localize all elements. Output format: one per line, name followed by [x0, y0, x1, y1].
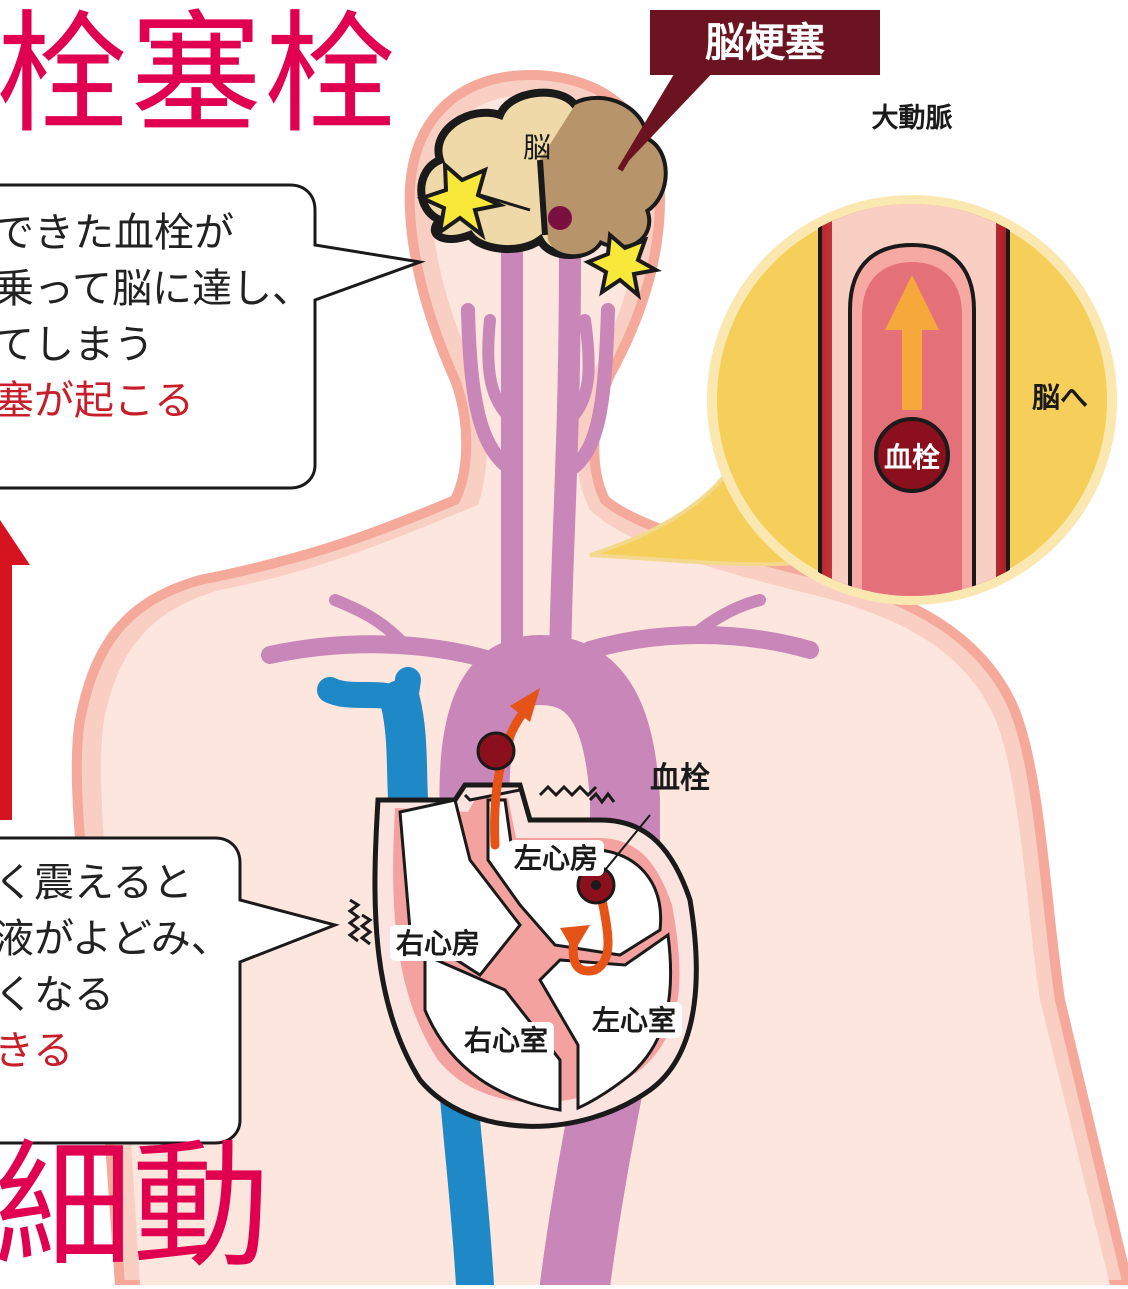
left-atrium-tag: 左心房 [508, 840, 604, 876]
left-ventricle-tag: 左心室 [586, 1002, 682, 1038]
top-bubble-line: できた血栓が [0, 205, 312, 261]
left-atrium-label: 左心房 [514, 842, 598, 875]
right-atrium-label: 右心房 [396, 927, 480, 960]
heart-clot-label: 血栓 [650, 761, 710, 796]
right-atrium-tag: 右心房 [390, 925, 486, 961]
page-title-bottom: 細動 [0, 1132, 270, 1282]
brain-label: 脳 [523, 131, 551, 164]
bottom-bubble-line: 液がよどみ、 [0, 911, 231, 967]
zoom-direction: 脳へ [1032, 381, 1088, 414]
arrow-up-icon [0, 520, 30, 820]
zoom-clot-label: 血栓 [884, 441, 940, 474]
top-bubble-text: できた血栓が 乗って脳に達し、 てしまう 塞が起こる [0, 205, 312, 429]
top-bubble-line: 乗って脳に達し、 [0, 261, 312, 317]
zoom-title: 大動脈 [872, 103, 953, 134]
clot-icon [478, 733, 514, 769]
left-ventricle-label: 左心室 [592, 1004, 676, 1037]
bottom-bubble-text: く震えると 液がよどみ、 くなる きる [0, 855, 231, 1079]
top-bubble-highlight: 塞が起こる [0, 373, 312, 429]
page-title-top: 栓塞栓 [0, 0, 398, 150]
label-box-text: 脳梗塞 [705, 20, 825, 66]
right-ventricle-tag: 右心室 [458, 1022, 554, 1058]
bottom-bubble-line: くなる [0, 967, 231, 1023]
bottom-bubble-line: く震えると [0, 855, 231, 911]
bottom-bubble-highlight: きる [0, 1023, 231, 1079]
top-bubble-line: てしまう [0, 317, 312, 373]
right-ventricle-label: 右心室 [464, 1024, 548, 1057]
